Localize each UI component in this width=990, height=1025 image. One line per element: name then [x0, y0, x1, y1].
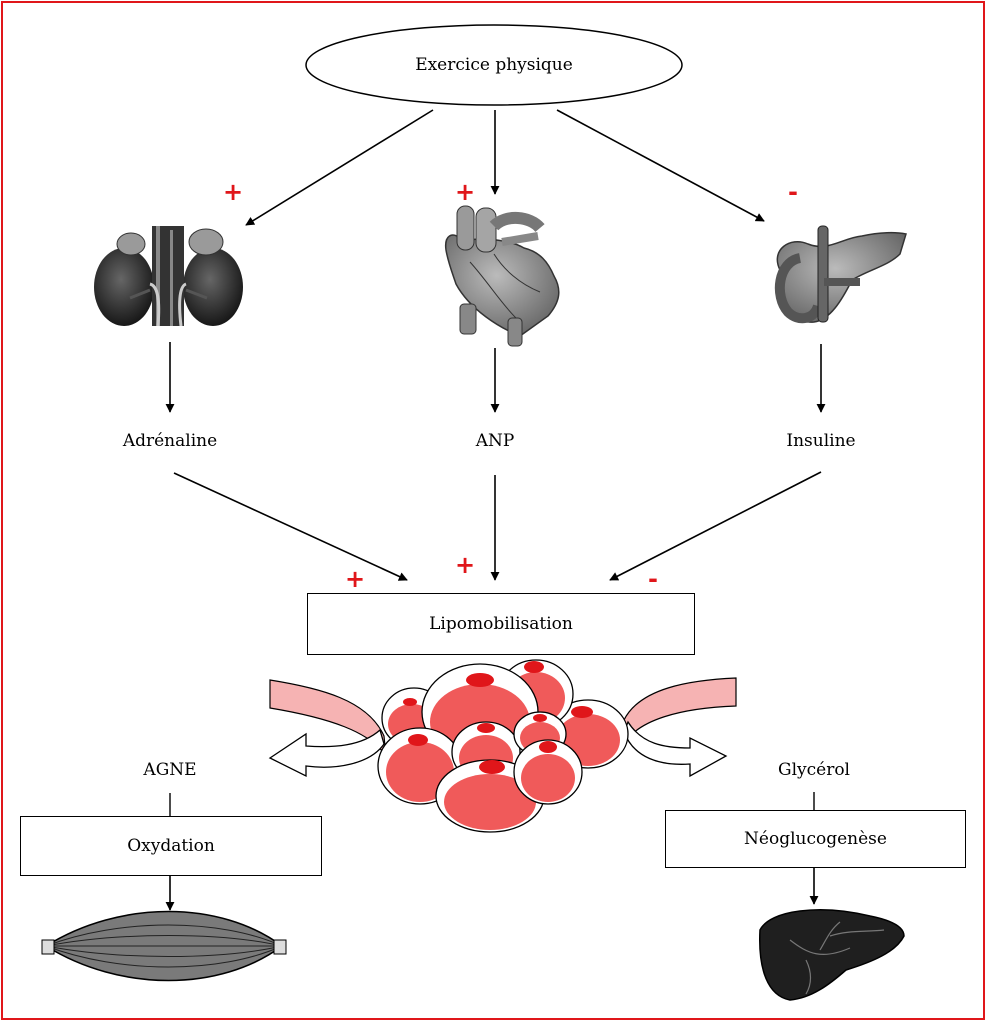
arrow-adrenaline-lipo — [173, 472, 408, 581]
sign-adrenaline-effect: + — [344, 565, 366, 593]
exercise-label: Exercice physique — [415, 55, 573, 75]
sign-to-pancreas: - — [788, 178, 798, 206]
agne-label: AGNE — [143, 760, 197, 780]
agne-output-arrow — [268, 679, 387, 778]
glycerol-output-arrow — [623, 677, 737, 778]
heart-icon — [444, 205, 560, 347]
anp-label: ANP — [475, 431, 515, 451]
neoglucogenese-box: Néoglucogenèse — [665, 810, 966, 868]
oxydation-box: Oxydation — [20, 816, 322, 876]
sign-insuline-effect: - — [648, 565, 658, 593]
exercise-oval — [305, 24, 683, 106]
adipose-tissue-icon — [377, 659, 629, 833]
muscle-icon — [41, 910, 287, 982]
adipocyte — [513, 739, 583, 805]
adrenaline-label: Adrénaline — [122, 431, 218, 451]
insuline-label: Insuline — [786, 431, 856, 451]
arrow-insuline-lipo — [609, 471, 822, 581]
oxydation-label: Oxydation — [127, 836, 215, 856]
lipomobilisation-label: Lipomobilisation — [429, 614, 573, 634]
sign-anp-effect: + — [454, 551, 476, 579]
arrow-exercise-pancreas — [556, 109, 765, 222]
sign-to-heart: + — [454, 178, 476, 206]
neoglucogenese-label: Néoglucogenèse — [744, 829, 887, 849]
sign-to-adrenal: + — [222, 178, 244, 206]
adrenal-kidney-icon — [94, 226, 243, 327]
glycerol-label: Glycérol — [777, 760, 851, 780]
pancreas-icon — [775, 225, 907, 324]
liver-icon — [759, 909, 905, 1001]
lipomobilisation-box: Lipomobilisation — [307, 593, 695, 655]
arrow-exercise-adrenal — [245, 109, 434, 226]
